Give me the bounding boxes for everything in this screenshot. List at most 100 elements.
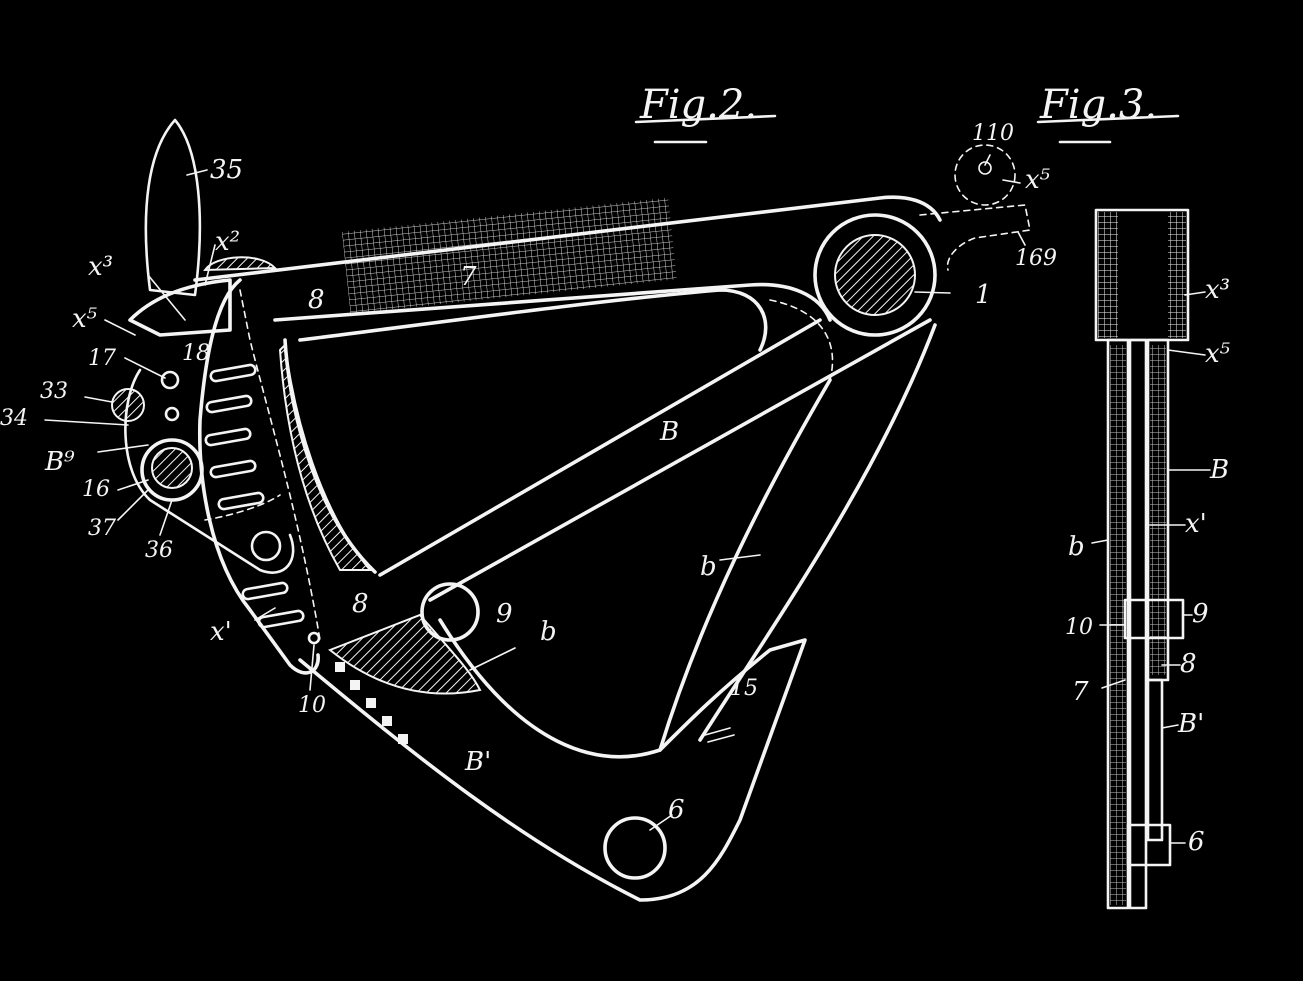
figure-2: Fig.2. <box>0 82 1057 902</box>
fig3-label-6: 6 <box>1188 827 1205 857</box>
tooth <box>398 734 408 744</box>
center-110 <box>978 161 992 175</box>
pivot-16-inner <box>151 447 193 489</box>
leader-x5b <box>1002 179 1021 184</box>
dashed-inner-curve <box>769 299 834 381</box>
label-x5: x⁵ <box>72 304 98 334</box>
frame-B-diagonal-inner <box>378 318 822 577</box>
side-plate-B-prime <box>1146 678 1164 842</box>
slot <box>205 394 253 414</box>
side-head-grid-left <box>1098 212 1118 338</box>
leader-110 <box>984 154 991 166</box>
lever-b-right-edge <box>698 323 937 742</box>
tooth <box>335 662 345 672</box>
fig3-label-B-prime: B' <box>1177 709 1204 739</box>
pivot-6 <box>603 816 667 880</box>
leader-169 <box>1017 231 1026 246</box>
label-18: 18 <box>182 341 210 366</box>
leader-x3 <box>1184 291 1206 296</box>
fig2-title: Fig.2. <box>634 82 777 144</box>
frame-left-hatch <box>278 342 373 571</box>
tooth <box>366 698 376 708</box>
dashed-construction <box>204 494 281 521</box>
rivet-small <box>164 406 180 422</box>
leader-B9 <box>97 444 149 453</box>
label-x5b: x⁵ <box>1025 165 1051 195</box>
pivot-1-inner <box>834 234 916 316</box>
fig3-label-7: 7 <box>1072 677 1089 707</box>
label-169: 169 <box>1015 246 1057 271</box>
lever-b-left-edge <box>658 378 832 752</box>
label-16: 16 <box>82 477 110 502</box>
lower-jaw-B-prime <box>298 618 807 902</box>
label-b2: b <box>540 617 557 647</box>
label-37: 37 <box>88 516 116 541</box>
label-36: 36 <box>145 538 173 563</box>
slot <box>257 609 305 629</box>
leader-x5 <box>1167 349 1206 356</box>
frame-top-inner <box>298 288 768 352</box>
slot <box>241 581 289 601</box>
grip-texture <box>342 197 677 314</box>
label-x1: x' <box>210 617 232 647</box>
leader-10 <box>309 644 315 691</box>
side-plate-b <box>1106 338 1130 910</box>
label-1: 1 <box>975 280 992 310</box>
fig2-title-underline <box>634 114 777 124</box>
label-8-top: 8 <box>308 285 325 315</box>
leader-b <box>1091 539 1109 544</box>
lever-B9 <box>124 368 295 574</box>
side-plate-mid <box>1128 338 1148 910</box>
label-7: 7 <box>460 262 477 292</box>
fig3-label-B: B <box>1209 455 1229 485</box>
label-b: b <box>700 552 717 582</box>
pin-lower-left <box>250 530 282 562</box>
leader-lines <box>44 154 1026 831</box>
leader-1 <box>914 291 951 294</box>
leader-16 <box>117 479 149 491</box>
leader-34 <box>44 419 129 426</box>
fig3-label-x1: x' <box>1185 509 1207 539</box>
top-cap-hatch <box>203 256 278 272</box>
leader-x5 <box>104 319 136 336</box>
leader-7 <box>1101 679 1126 689</box>
label-6: 6 <box>668 795 685 825</box>
dashed-circle-110 <box>954 144 1016 206</box>
rivet-10 <box>307 631 321 645</box>
label-x3: x³ <box>88 252 113 282</box>
leader-b <box>719 554 761 561</box>
leader-B-prime <box>1161 724 1179 729</box>
fig3-label-x3: x³ <box>1205 275 1230 305</box>
leader-35 <box>186 169 208 176</box>
fig3-leader-lines <box>1091 291 1211 844</box>
side-plate-B-texture <box>1150 345 1166 675</box>
slot <box>209 363 257 383</box>
hatch-mark-15 <box>704 727 731 736</box>
leader-x2 <box>204 244 216 286</box>
leader-x3 <box>147 274 186 321</box>
slot <box>209 459 257 479</box>
label-34: 34 <box>0 406 28 431</box>
rivet-17 <box>160 370 180 390</box>
label-17: 17 <box>88 346 116 371</box>
fig3-label-8: 8 <box>1180 649 1197 679</box>
label-x2: x² <box>215 227 240 257</box>
label-B-prime: B' <box>464 747 491 777</box>
leader-33 <box>84 396 113 403</box>
fig3-label-b: b <box>1068 532 1085 562</box>
slot <box>204 427 252 447</box>
figure-3: Fig.3. <box>1036 82 1231 910</box>
blade-tang <box>128 278 232 337</box>
tooth <box>382 716 392 726</box>
pivot-1-outer <box>813 213 937 337</box>
side-pin-9 <box>1123 598 1185 640</box>
label-9: 9 <box>496 599 513 629</box>
left-plate-dashed <box>239 289 321 641</box>
label-35: 35 <box>210 155 243 185</box>
leader-x1 <box>254 607 276 621</box>
tooth <box>350 680 360 690</box>
dashed-lever-169 <box>919 204 1031 271</box>
fig3-label-x5: x⁵ <box>1205 339 1231 369</box>
leader-36 <box>159 499 173 536</box>
